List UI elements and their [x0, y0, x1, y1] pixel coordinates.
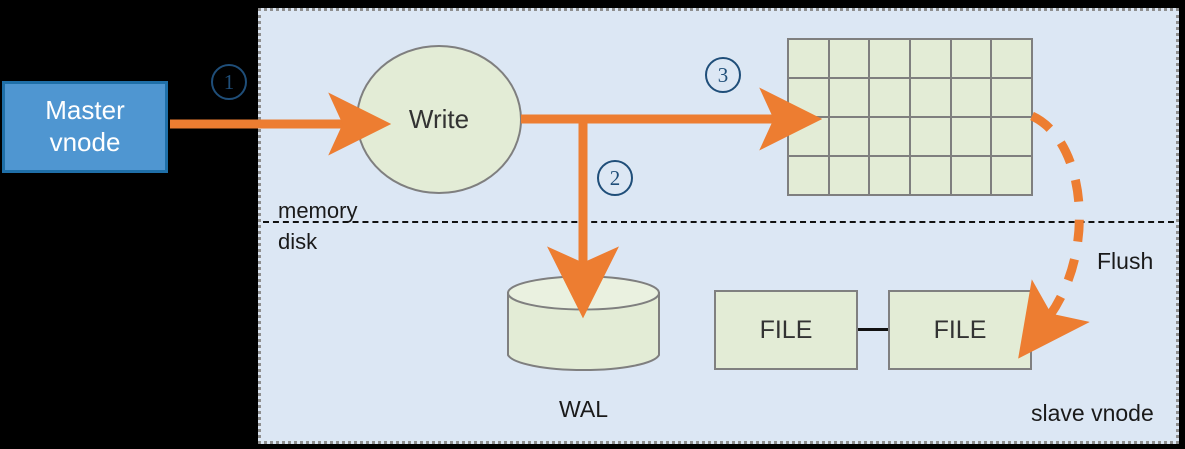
memtable-cell — [911, 157, 950, 194]
memtable-cell — [789, 79, 828, 116]
memtable-cell — [992, 118, 1031, 155]
step-badge-1: 1 — [211, 64, 247, 100]
memtable-cell — [870, 157, 909, 194]
step-badge-3: 3 — [705, 57, 741, 93]
file-box-right[interactable]: FILE — [888, 290, 1032, 370]
master-vnode-box[interactable]: Master vnode — [2, 81, 168, 173]
memtable-grid — [787, 38, 1033, 196]
wal-label: WAL — [559, 396, 608, 422]
slave-vnode-label: slave vnode — [1031, 400, 1154, 426]
memtable-cell — [829, 40, 869, 77]
memtable-cell — [992, 40, 1031, 77]
memtable-cell — [992, 79, 1031, 116]
memtable-cell — [829, 118, 869, 155]
memtable-cell — [789, 118, 828, 155]
memtable-cell — [911, 118, 950, 155]
memtable-cell — [951, 40, 991, 77]
step-badge-2: 2 — [597, 160, 633, 196]
memtable-cell — [789, 157, 828, 194]
memtable-cell — [911, 79, 950, 116]
write-node[interactable]: Write — [356, 45, 522, 194]
wal-cylinder — [507, 275, 660, 373]
file-box-left[interactable]: FILE — [714, 290, 858, 370]
memtable-cell — [870, 40, 909, 77]
file-box-left-label: FILE — [759, 315, 813, 344]
memtable-cell — [992, 157, 1031, 194]
file-box-right-label: FILE — [933, 315, 987, 344]
memtable-cell — [951, 157, 991, 194]
memtable-cell — [829, 157, 869, 194]
memory-tier-label: memory — [278, 198, 358, 223]
memtable-cell — [951, 79, 991, 116]
write-node-label: Write — [408, 104, 470, 134]
memtable-cell — [870, 79, 909, 116]
memory-disk-divider — [263, 221, 1174, 223]
file-connector-line — [858, 328, 888, 331]
memtable-cell — [829, 79, 869, 116]
memtable-cell — [911, 40, 950, 77]
memtable-cell — [789, 40, 828, 77]
master-vnode-label-line2: vnode — [49, 127, 121, 157]
memtable-cell — [870, 118, 909, 155]
memtable-cell — [951, 118, 991, 155]
flush-label: Flush — [1097, 248, 1154, 274]
disk-tier-label: disk — [278, 229, 318, 254]
master-vnode-label-line1: Master — [45, 95, 125, 126]
